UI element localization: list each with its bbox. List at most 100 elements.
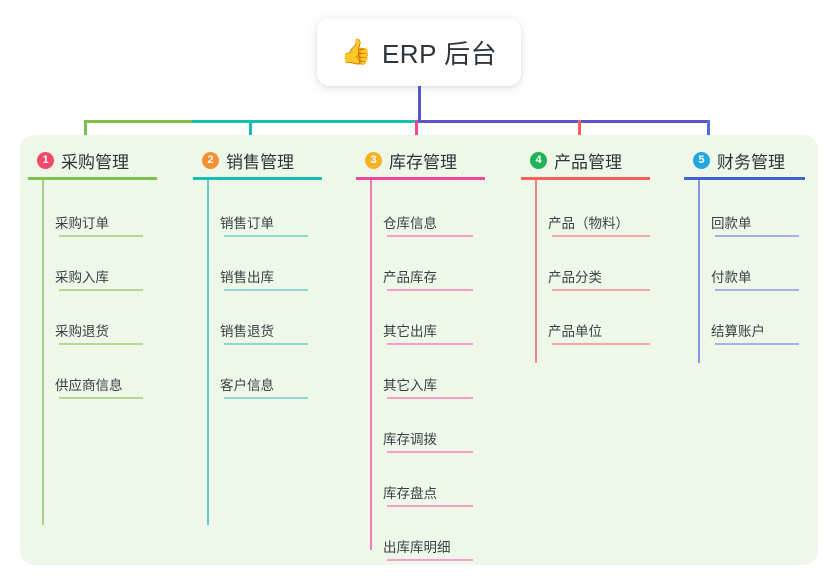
leaf-item[interactable]: 库存调拨	[365, 411, 513, 465]
category-spine-finance	[698, 180, 700, 363]
leaf-rule	[387, 397, 473, 399]
leaf-item[interactable]: 销售订单	[202, 195, 348, 249]
leaf-rule	[387, 289, 473, 291]
category-columns: 1 采购管理 采购订单 采购入库 采购退货 供应商信息	[20, 135, 818, 565]
category-rule-inventory	[356, 177, 485, 180]
leaf-label: 库存调拨	[383, 432, 437, 447]
leaf-label: 采购入库	[55, 270, 109, 285]
leaf-list-sales: 销售订单 销售出库 销售退货 客户信息	[202, 195, 348, 411]
leaf-item[interactable]: 库存盘点	[365, 465, 513, 519]
category-rule-purchasing	[28, 177, 157, 180]
category-header-purchasing[interactable]: 1 采购管理	[37, 135, 185, 175]
leaf-label: 其它出库	[383, 324, 437, 339]
leaf-item[interactable]: 结算账户	[693, 303, 818, 357]
thumbs-up-emoji: 👍	[340, 37, 372, 66]
category-column-sales: 2 销售管理 销售订单 销售出库 销售退货 客户信息	[185, 135, 348, 565]
leaf-rule	[59, 343, 143, 345]
leaf-item[interactable]: 回款单	[693, 195, 818, 249]
category-column-purchasing: 1 采购管理 采购订单 采购入库 采购退货 供应商信息	[20, 135, 185, 565]
leaf-label: 产品（物料）	[548, 216, 629, 231]
root-stem-connector	[418, 86, 421, 121]
trunk-segment-3	[418, 120, 709, 123]
leaf-label: 销售退货	[220, 324, 274, 339]
category-spine-sales	[207, 180, 209, 525]
leaf-item[interactable]: 采购退货	[37, 303, 185, 357]
category-rule-sales	[193, 177, 322, 180]
category-spine-purchasing	[42, 180, 44, 525]
category-header-product[interactable]: 4 产品管理	[530, 135, 676, 175]
leaf-rule	[59, 235, 143, 237]
leaf-list-inventory: 仓库信息 产品库存 其它出库 其它入库 库存调拨	[365, 195, 513, 573]
leaf-item[interactable]: 客户信息	[202, 357, 348, 411]
category-header-finance[interactable]: 5 财务管理	[693, 135, 818, 175]
leaf-rule	[552, 235, 650, 237]
leaf-label: 库存盘点	[383, 486, 437, 501]
leaf-item[interactable]: 采购入库	[37, 249, 185, 303]
leaf-label: 销售订单	[220, 216, 274, 231]
leaf-rule	[387, 505, 473, 507]
leaf-rule	[552, 343, 650, 345]
category-badge-4: 4	[530, 151, 547, 169]
category-title-sales: 销售管理	[226, 152, 294, 172]
category-spine-product	[535, 180, 537, 363]
leaf-item[interactable]: 其它入库	[365, 357, 513, 411]
leaf-rule	[224, 343, 308, 345]
leaf-item[interactable]: 销售出库	[202, 249, 348, 303]
category-title-finance: 财务管理	[717, 152, 785, 172]
leaf-item[interactable]: 供应商信息	[37, 357, 185, 411]
category-badge-3: 3	[365, 151, 382, 169]
root-node-card[interactable]: 👍 ERP 后台	[317, 18, 521, 86]
leaf-label: 产品库存	[383, 270, 437, 285]
content-panel	[20, 135, 818, 565]
leaf-item[interactable]: 产品（物料）	[530, 195, 676, 249]
trunk-segment-2	[192, 120, 420, 123]
leaf-label: 出库库明细	[383, 540, 451, 555]
leaf-item[interactable]: 其它出库	[365, 303, 513, 357]
leaf-item[interactable]: 仓库信息	[365, 195, 513, 249]
leaf-label: 回款单	[711, 216, 752, 231]
category-badge-5: 5	[693, 151, 710, 169]
leaf-item[interactable]: 采购订单	[37, 195, 185, 249]
category-header-inventory[interactable]: 3 库存管理	[365, 135, 513, 175]
leaf-rule	[715, 235, 799, 237]
leaf-list-finance: 回款单 付款单 结算账户	[693, 195, 818, 357]
leaf-rule	[387, 451, 473, 453]
leaf-rule	[715, 343, 799, 345]
leaf-rule	[224, 397, 308, 399]
leaf-rule	[387, 235, 473, 237]
leaf-item[interactable]: 产品单位	[530, 303, 676, 357]
leaf-rule	[59, 289, 143, 291]
category-spine-inventory	[370, 180, 372, 550]
leaf-label: 产品单位	[548, 324, 602, 339]
leaf-label: 其它入库	[383, 378, 437, 393]
leaf-label: 采购订单	[55, 216, 109, 231]
leaf-label: 销售出库	[220, 270, 274, 285]
leaf-rule	[224, 235, 308, 237]
category-header-sales[interactable]: 2 销售管理	[202, 135, 348, 175]
category-column-finance: 5 财务管理 回款单 付款单 结算账户	[676, 135, 818, 565]
leaf-label: 产品分类	[548, 270, 602, 285]
leaf-label: 供应商信息	[55, 378, 123, 393]
category-badge-2: 2	[202, 151, 219, 169]
leaf-item[interactable]: 出库库明细	[365, 519, 513, 573]
leaf-item[interactable]: 产品库存	[365, 249, 513, 303]
leaf-list-purchasing: 采购订单 采购入库 采购退货 供应商信息	[37, 195, 185, 411]
leaf-item[interactable]: 付款单	[693, 249, 818, 303]
leaf-label: 客户信息	[220, 378, 274, 393]
leaf-item[interactable]: 销售退货	[202, 303, 348, 357]
category-title-product: 产品管理	[554, 152, 622, 172]
category-title-inventory: 库存管理	[389, 152, 457, 172]
page-title: ERP 后台	[381, 38, 498, 69]
leaf-item[interactable]: 产品分类	[530, 249, 676, 303]
leaf-rule	[59, 397, 143, 399]
leaf-label: 仓库信息	[383, 216, 437, 231]
leaf-rule	[387, 559, 473, 561]
leaf-label: 付款单	[711, 270, 752, 285]
trunk-segment-1	[84, 120, 194, 123]
category-column-inventory: 3 库存管理 仓库信息 产品库存 其它出库 其它入库	[348, 135, 513, 565]
category-column-product: 4 产品管理 产品（物料） 产品分类 产品单位	[513, 135, 676, 565]
leaf-list-product: 产品（物料） 产品分类 产品单位	[530, 195, 676, 357]
leaf-rule	[552, 289, 650, 291]
leaf-rule	[715, 289, 799, 291]
